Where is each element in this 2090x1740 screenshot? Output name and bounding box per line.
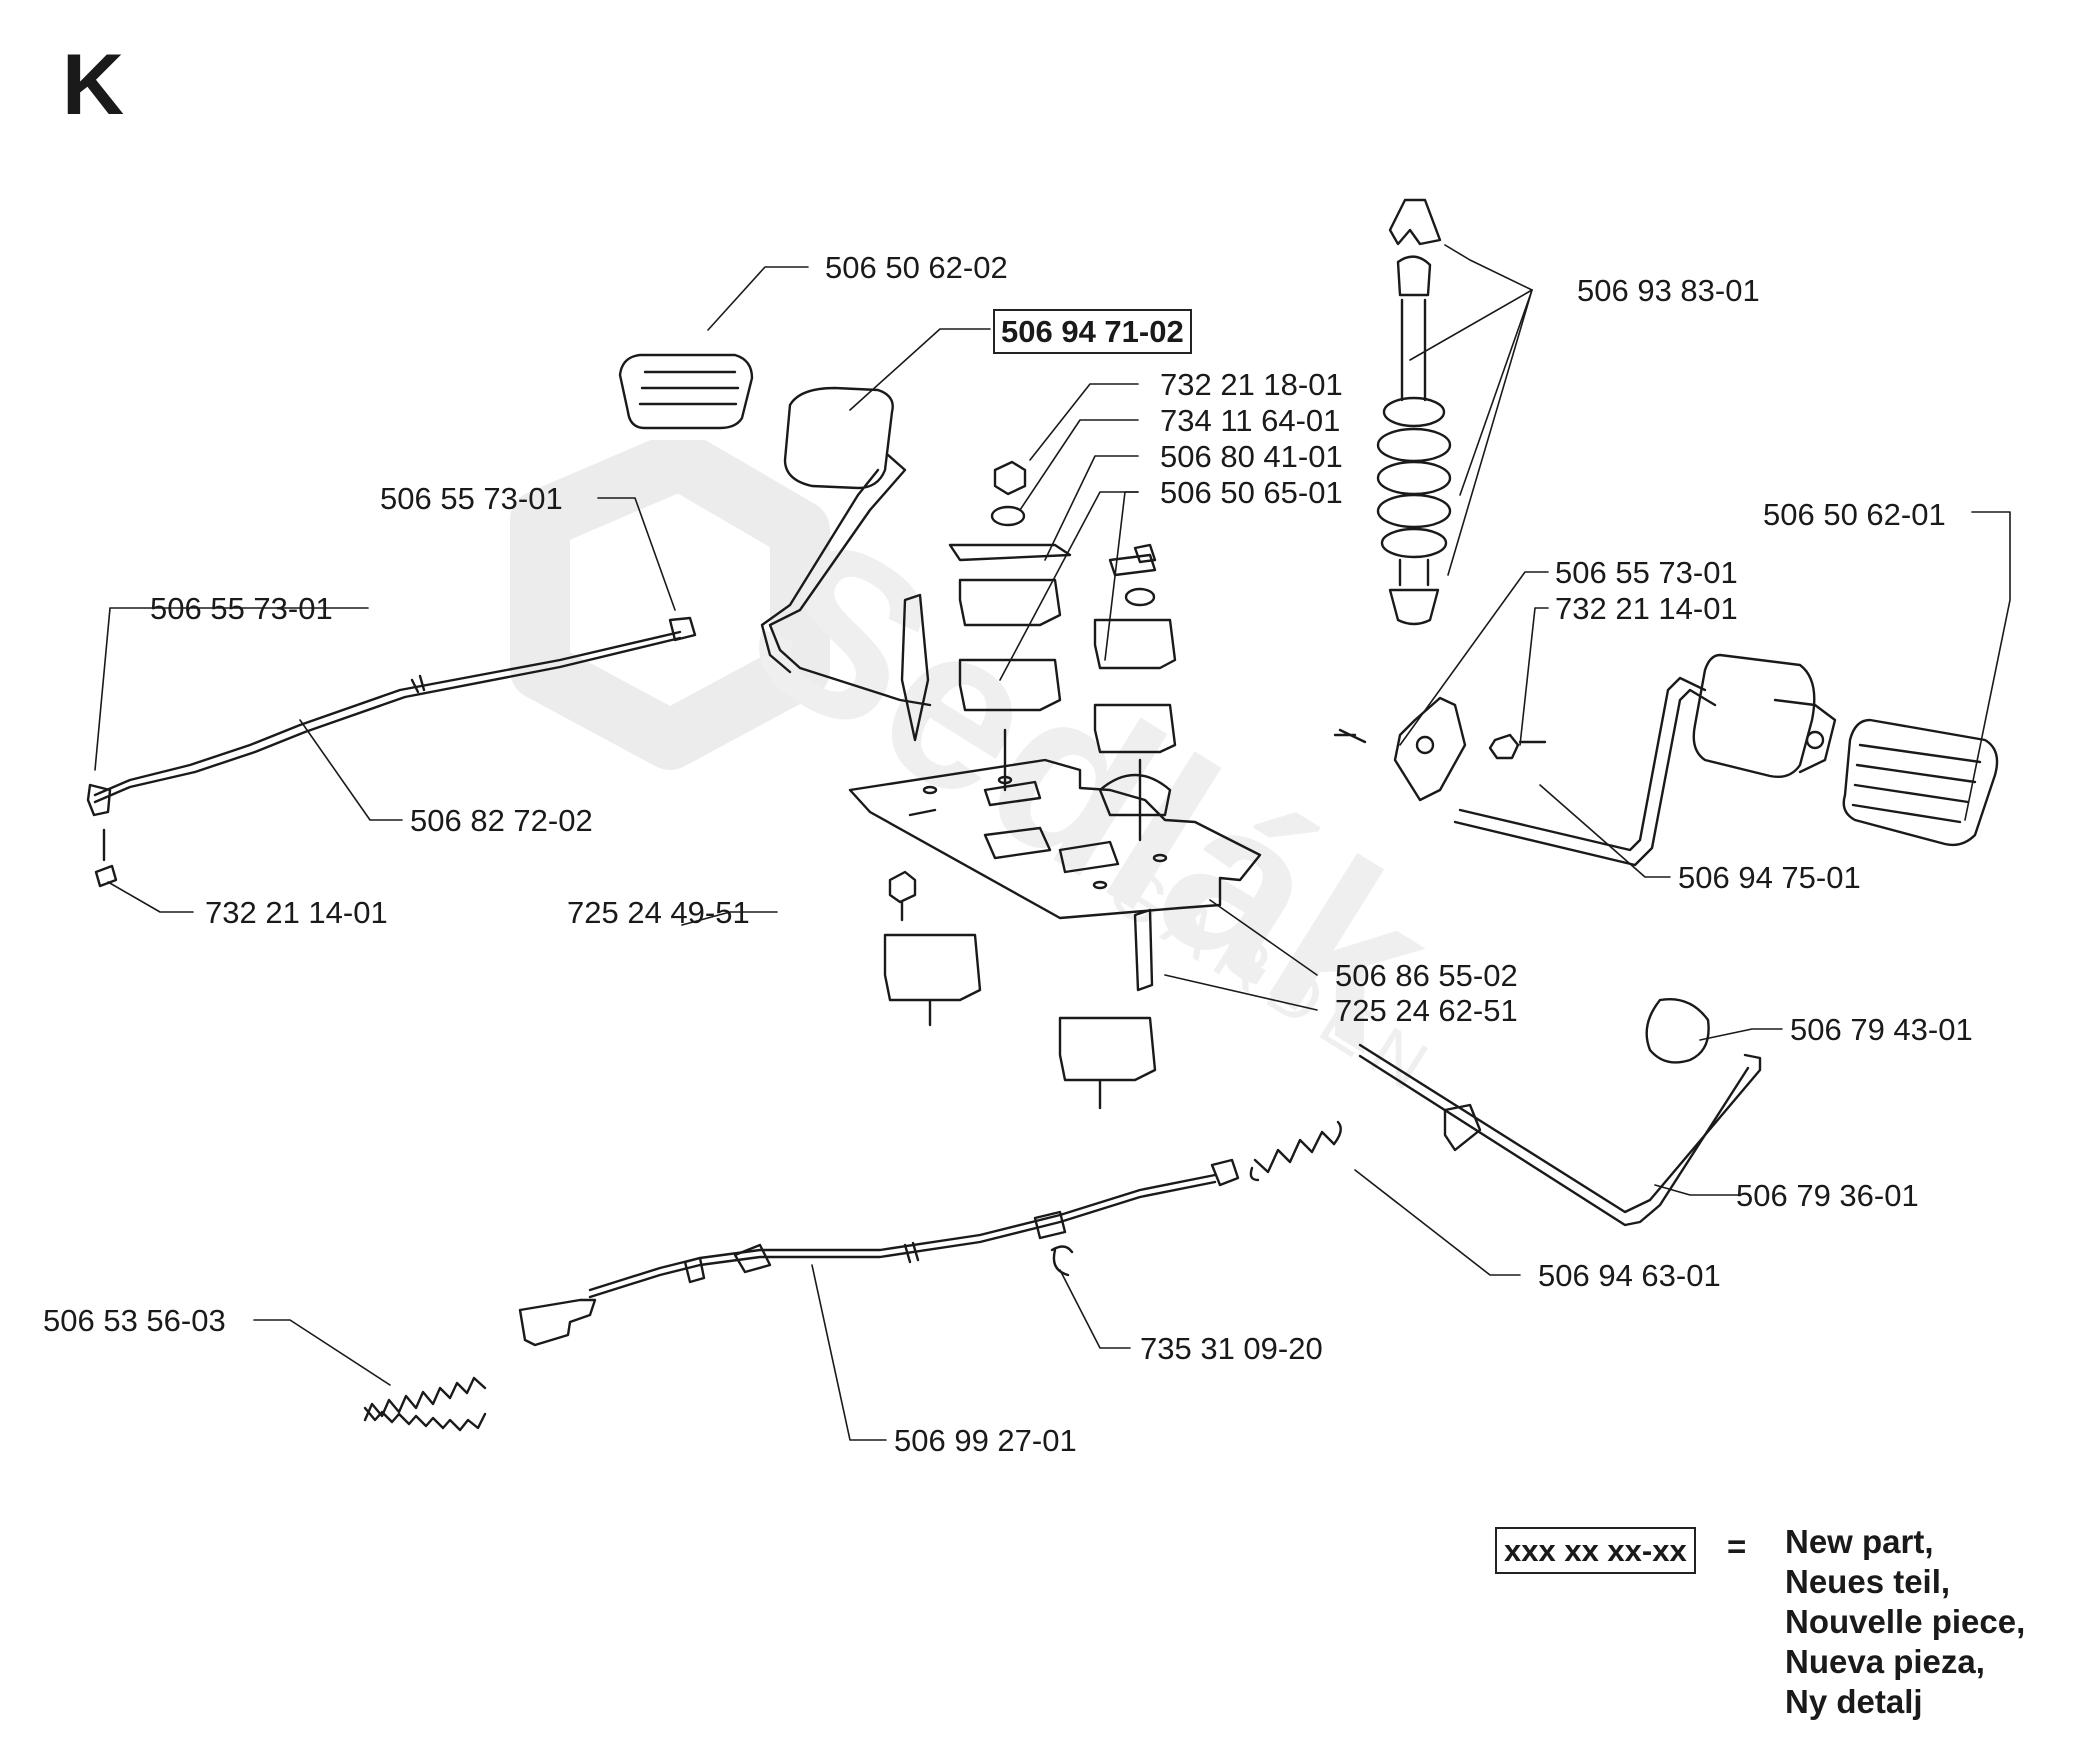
callout-label: 732 21 18-01 — [1160, 367, 1343, 402]
callout-label: 732 21 14-01 — [1555, 591, 1738, 626]
callout-label: 506 86 55-02 — [1335, 958, 1518, 993]
callout-label: 506 50 62-02 — [825, 250, 1008, 285]
legend-line: Ny detalj — [1785, 1683, 1923, 1720]
knob-lever-drawing — [1358, 998, 1762, 1227]
legend-line: Nueva pieza, — [1785, 1643, 1985, 1680]
bellows-drawing — [1376, 198, 1452, 626]
callout-label: 506 82 72-02 — [410, 803, 593, 838]
callout-label: 506 94 75-01 — [1678, 860, 1861, 895]
legend-line: Neues teil, — [1785, 1563, 1951, 1600]
legend-equals: = — [1727, 1528, 1747, 1565]
lower-bushings-drawing — [883, 870, 1157, 1110]
pedal-arm-right-drawing — [1333, 653, 1837, 867]
legend-line: New part, — [1785, 1523, 1934, 1560]
callout-label: 506 50 65-01 — [1160, 475, 1343, 510]
legend-text: New part, Neues teil, Nouvelle piece, Nu… — [1785, 1522, 2025, 1722]
pedal-pad-left-drawing — [618, 353, 754, 430]
callout-label: 725 24 49-51 — [567, 895, 750, 930]
callout-label: 506 53 56-03 — [43, 1303, 226, 1338]
callout-label: 506 79 43-01 — [1790, 1012, 1973, 1047]
callout-label: 506 55 73-01 — [380, 481, 563, 516]
callout-label: 506 55 73-01 — [150, 591, 333, 626]
pedal-arm-left-drawing — [760, 386, 932, 742]
legend-line: Nouvelle piece, — [1785, 1603, 2026, 1640]
callout-label-new-part: 506 94 71-02 — [993, 309, 1192, 354]
callout-label: 506 80 41-01 — [1160, 439, 1343, 474]
callout-label: 506 94 63-01 — [1538, 1258, 1721, 1293]
callout-label: 506 79 36-01 — [1736, 1178, 1919, 1213]
callout-label: 506 93 83-01 — [1577, 273, 1760, 308]
leader-lines — [94, 244, 2011, 1441]
callout-label: 506 99 27-01 — [894, 1423, 1077, 1458]
callout-label: 725 24 62-51 — [1335, 993, 1518, 1028]
base-plate-drawing — [848, 758, 1262, 920]
cable-lower-drawing — [518, 1158, 1240, 1347]
callout-label: 734 11 64-01 — [1160, 403, 1341, 438]
legend-symbol-box: xxx xx xx-xx — [1495, 1527, 1696, 1574]
cable-upper-drawing — [86, 616, 697, 888]
bushing-stack-drawing — [948, 460, 1177, 842]
pedal-pad-right-drawing — [1842, 718, 1999, 847]
section-letter: K — [62, 37, 125, 133]
springs-drawing — [363, 1120, 1342, 1432]
callout-label: 735 31 09-20 — [1140, 1331, 1323, 1366]
callout-label: 506 55 73-01 — [1555, 555, 1738, 590]
callout-label: 732 21 14-01 — [205, 895, 388, 930]
callout-label: 506 50 62-01 — [1763, 497, 1946, 532]
